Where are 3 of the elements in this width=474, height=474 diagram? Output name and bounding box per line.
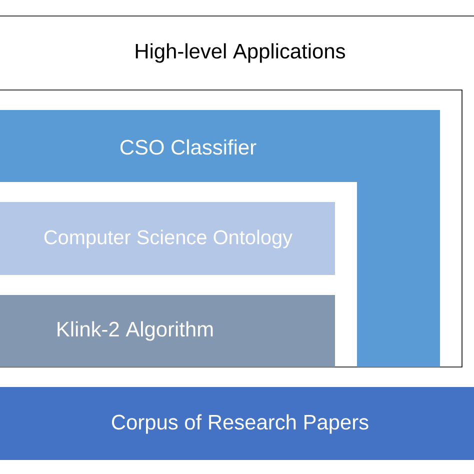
layer-bar: Klink-2 Algorithm [0, 295, 335, 367]
layer-bar: Corpus of Research Papers [0, 387, 474, 460]
layer-bar: Computer Science Ontology [0, 202, 335, 275]
